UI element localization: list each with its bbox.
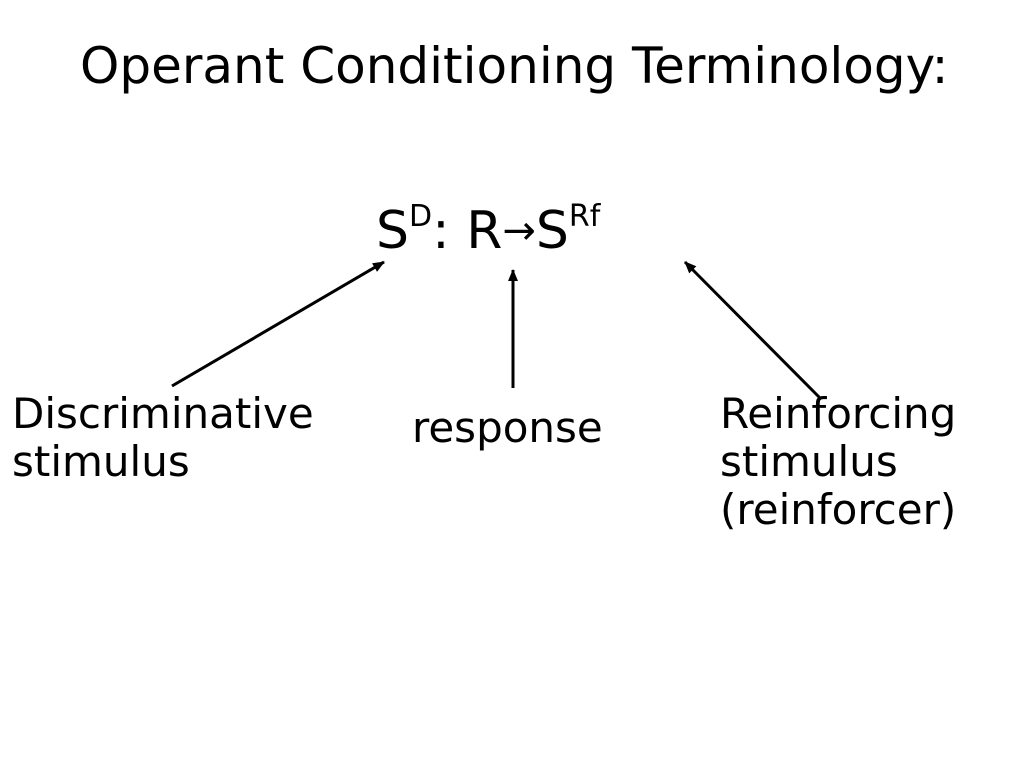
slide-title: Operant Conditioning Terminology: <box>80 37 949 95</box>
label-response-line-1: response <box>412 403 603 452</box>
label-reinforcing-stimulus: Reinforcing stimulus (reinforcer) <box>720 390 956 534</box>
label-reinforcing-line-2: stimulus <box>720 437 898 486</box>
formula-r: R <box>466 201 503 261</box>
formula: SD: R→SRf <box>376 196 600 270</box>
formula-s2: S <box>535 201 569 261</box>
label-discriminative-line-2: stimulus <box>12 437 190 486</box>
formula-s2-sup: Rf <box>568 198 601 234</box>
label-response: response <box>412 404 603 452</box>
arrow-discriminative <box>171 260 385 388</box>
label-reinforcing-line-3: (reinforcer) <box>720 485 957 534</box>
formula-s1-sup: D <box>409 198 433 234</box>
label-reinforcing-line-1: Reinforcing <box>720 389 957 438</box>
formula-colon: : <box>432 201 450 261</box>
formula-s-rf: SRf <box>536 201 600 261</box>
label-discriminative-line-1: Discriminative <box>12 389 314 438</box>
formula-s1: S <box>376 201 410 261</box>
label-discriminative-stimulus: Discriminative stimulus <box>12 390 314 486</box>
formula-arrow-glyph: → <box>502 208 536 254</box>
arrow-reinforcing <box>683 260 822 400</box>
formula-s-d: SD <box>376 201 432 261</box>
